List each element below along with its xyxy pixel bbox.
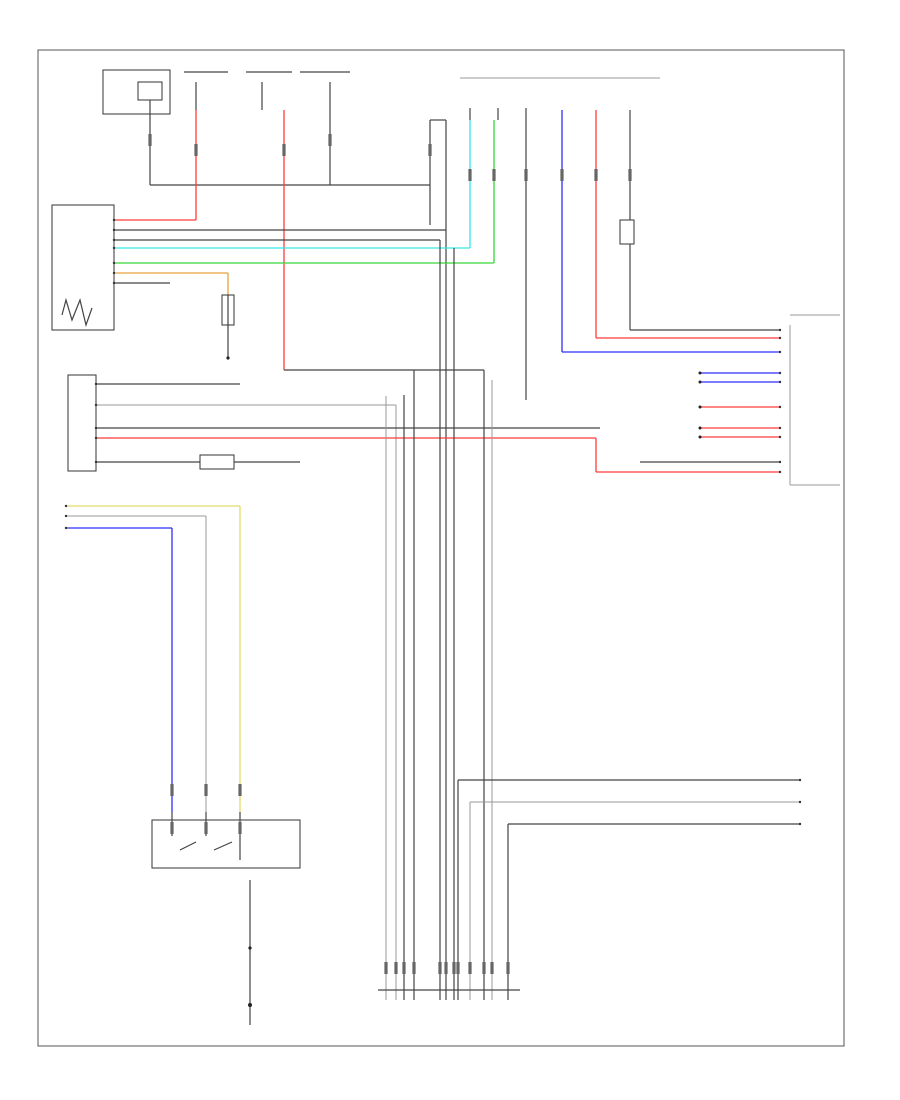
terminal-dot xyxy=(94,382,98,386)
relay-box xyxy=(102,69,171,115)
connector-pin xyxy=(170,822,174,834)
connector-tags xyxy=(64,134,802,974)
connector-pin xyxy=(456,962,460,974)
connector-pin xyxy=(594,169,598,181)
terminal-dot xyxy=(112,228,116,232)
connector-pin xyxy=(468,962,472,974)
connector-pin xyxy=(482,962,486,974)
ground-fuse xyxy=(221,294,235,326)
terminal-dot xyxy=(778,371,782,375)
module-upper-box xyxy=(51,204,115,331)
left-module-upper xyxy=(51,204,494,360)
terminal-dot xyxy=(798,778,802,782)
diagram-frame xyxy=(37,49,845,1047)
connector-pin xyxy=(170,784,174,796)
terminal-dot xyxy=(112,218,116,222)
connector-pin xyxy=(560,169,564,181)
connector-pin xyxy=(524,169,528,181)
terminal-dot xyxy=(778,405,782,409)
connector-pin xyxy=(402,962,406,974)
terminal-dot xyxy=(94,436,98,440)
connector-pin xyxy=(148,134,152,146)
connector-pin xyxy=(468,169,472,181)
terminal-dot xyxy=(64,504,68,508)
terminal-dot xyxy=(778,470,782,474)
terminal-dot xyxy=(94,426,98,430)
connector-pin xyxy=(238,784,242,796)
terminal-dot xyxy=(778,435,782,439)
right-module xyxy=(562,314,840,486)
terminal-dot xyxy=(112,271,116,275)
fuse-right xyxy=(619,219,635,245)
terminal-dot xyxy=(112,246,116,250)
fuse-block-top xyxy=(102,69,447,1000)
connector-pin xyxy=(506,962,510,974)
relay-coil xyxy=(137,81,163,101)
connector-pin xyxy=(204,784,208,796)
connector-pin xyxy=(492,169,496,181)
connector-pin xyxy=(438,962,442,974)
terminal-dot xyxy=(778,460,782,464)
connector-pin xyxy=(204,822,208,834)
connector-pin xyxy=(194,144,198,156)
terminal-dot xyxy=(778,328,782,332)
connector-pin xyxy=(394,962,398,974)
left-module-middle xyxy=(67,240,780,1000)
connector-pin xyxy=(428,144,432,156)
top-right-connector xyxy=(460,77,780,400)
connector-pin xyxy=(412,962,416,974)
terminal-dot xyxy=(64,526,68,530)
terminal-dot xyxy=(778,380,782,384)
inline-fuse xyxy=(199,454,235,470)
connector-pin xyxy=(238,822,242,834)
terminal-dot xyxy=(94,403,98,407)
terminal-dot xyxy=(778,336,782,340)
connector-pin xyxy=(490,962,494,974)
terminal-dot xyxy=(64,514,68,518)
connector-pin xyxy=(328,134,332,146)
terminal-dot xyxy=(778,350,782,354)
module-middle-box xyxy=(67,374,97,472)
lower-left-switch xyxy=(66,505,301,1025)
terminal-dot xyxy=(798,800,802,804)
module-waveform xyxy=(61,297,93,328)
connector-pin xyxy=(282,144,286,156)
switch-box xyxy=(151,819,301,869)
connector-pin xyxy=(444,962,448,974)
connector-pin xyxy=(384,962,388,974)
terminal-dot xyxy=(798,822,802,826)
terminal-dot xyxy=(778,426,782,430)
terminal-dot xyxy=(112,261,116,265)
connector-pin xyxy=(628,169,632,181)
terminal-dot xyxy=(112,238,116,242)
terminal-dot xyxy=(94,460,98,464)
terminal-dot xyxy=(112,281,116,285)
connector-pin xyxy=(452,962,456,974)
